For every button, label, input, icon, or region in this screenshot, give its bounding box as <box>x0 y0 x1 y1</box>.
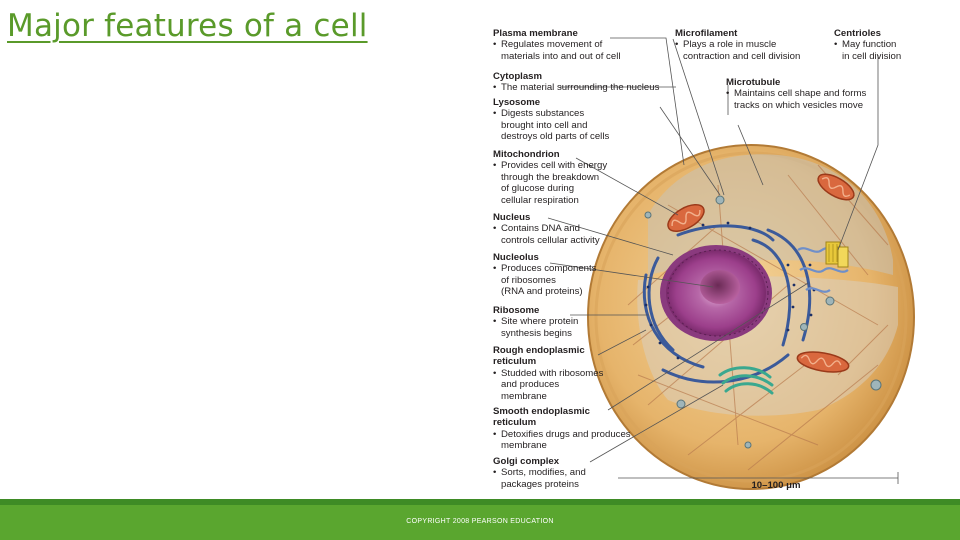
label-rough-er: Rough endoplasmic reticulum Studded with… <box>493 345 603 402</box>
golgi-complex <box>718 366 774 395</box>
label-mitochondrion: Mitochondrion Provides cell with energy … <box>493 149 607 206</box>
label-nucleolus: Nucleolus Produces components of ribosom… <box>493 252 596 298</box>
nucleolus <box>700 270 740 304</box>
copyright-notice: COPYRIGHT 2008 PEARSON EDUCATION <box>406 518 554 525</box>
label-cytoplasm: Cytoplasm The material surrounding the n… <box>493 71 659 94</box>
mitochondria <box>667 173 855 373</box>
rough-er-ribosomes <box>644 221 816 360</box>
label-microtubule: Microtubule Maintains cell shape and for… <box>726 77 866 111</box>
footer-accent-band <box>0 499 960 505</box>
label-nucleus: Nucleus Contains DNA and controls cellul… <box>493 212 600 246</box>
label-lysosome: Lysosome Digests substances brought into… <box>493 97 609 143</box>
label-ribosome: Ribosome Site where protein synthesis be… <box>493 305 578 339</box>
centrioles <box>825 241 849 268</box>
leader-lines <box>547 37 899 484</box>
label-centrioles: Centrioles May function in cell division <box>834 28 901 62</box>
label-microfilament: Microfilament Plays a role in muscle con… <box>675 28 800 62</box>
label-golgi-complex: Golgi complex Sorts, modifies, and packa… <box>493 456 586 490</box>
label-smooth-er: Smooth endoplasmic reticulum Detoxifies … <box>493 406 631 452</box>
lysosomes-vesicles <box>644 195 882 449</box>
cell-diagram: Plasma membrane Regulates movement of ma… <box>488 25 916 495</box>
nucleus <box>660 245 772 341</box>
slide-title: Major features of a cell <box>7 8 368 44</box>
label-plasma-membrane: Plasma membrane Regulates movement of ma… <box>493 28 620 62</box>
cell-illustration <box>547 37 915 490</box>
scale-label: 10–100 μm <box>751 480 801 491</box>
footer-bar <box>0 505 960 540</box>
